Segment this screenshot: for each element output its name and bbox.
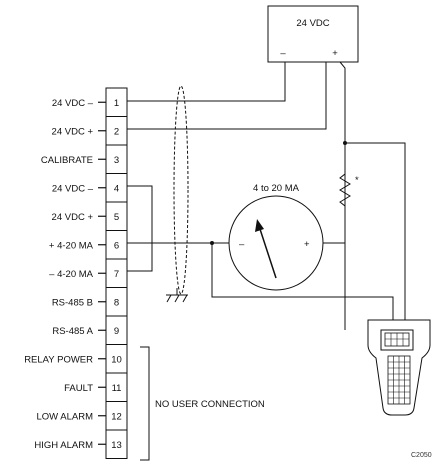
terminal-number: 4	[114, 183, 119, 194]
terminal-number: 12	[111, 411, 122, 422]
terminal-label: 24 VDC +	[52, 126, 94, 137]
terminal-8: 8 RS-485 B	[52, 287, 128, 317]
terminal-number: 9	[114, 326, 119, 337]
terminal-number: 5	[114, 212, 119, 223]
terminal-4: 4 24 VDC –	[52, 173, 128, 203]
terminal-number: 7	[114, 269, 119, 280]
terminal-number: 1	[114, 98, 119, 109]
terminal-6: 6 + 4-20 MA	[49, 230, 128, 260]
terminal-number: 11	[112, 383, 122, 394]
terminal-number: 6	[114, 240, 119, 251]
terminal-13: 13 HIGH ALARM	[34, 429, 128, 459]
terminal-1: 1 24 VDC –	[52, 87, 128, 117]
terminal-label: 24 VDC +	[52, 212, 94, 223]
cable-shield	[173, 85, 189, 295]
terminal-label: LOW ALARM	[37, 411, 94, 422]
power-supply-neg: –	[280, 48, 286, 59]
terminal-label: CALIBRATE	[41, 155, 93, 166]
meter: 4 to 20 MA – +	[228, 183, 324, 291]
handheld-communicator-icon	[367, 319, 431, 416]
terminal-label: RS-485 B	[52, 297, 93, 308]
terminal-2: 2 24 VDC +	[52, 116, 128, 146]
no-user-connection-group: NO USER CONNECTION	[140, 346, 265, 461]
power-supply-pos: +	[332, 48, 338, 59]
terminal-9: 9 RS-485 A	[52, 315, 128, 345]
ground-icon	[166, 288, 188, 303]
wires	[127, 61, 406, 330]
resistor-note: *	[355, 175, 359, 186]
terminal-label: – 4-20 MA	[49, 269, 93, 280]
terminal-label: FAULT	[64, 383, 93, 394]
meter-neg: –	[239, 239, 245, 250]
terminal-label: 24 VDC –	[52, 183, 94, 194]
power-supply: 24 VDC – +	[267, 5, 359, 63]
terminal-block: 1 24 VDC – 2 24 VDC + 3 CALIBRATE 4 24 VDC – 5 24…	[24, 87, 128, 459]
terminal-10: 10 RELAY POWER	[24, 344, 128, 374]
terminal-number: 8	[114, 297, 119, 308]
terminal-label: + 4-20 MA	[49, 240, 94, 251]
meter-pos: +	[304, 239, 310, 250]
terminal-number: 10	[111, 354, 122, 365]
terminal-12: 12 LOW ALARM	[37, 401, 128, 431]
terminal-label: RS-485 A	[52, 326, 93, 337]
terminal-3: 3 CALIBRATE	[41, 144, 128, 174]
terminal-7: 7 – 4-20 MA	[49, 258, 128, 288]
power-supply-label: 24 VDC	[296, 18, 329, 29]
terminal-label: HIGH ALARM	[34, 440, 93, 451]
terminal-number: 2	[114, 126, 119, 137]
terminal-number: 13	[111, 440, 122, 451]
figure-code: C2050	[411, 452, 432, 459]
terminal-label: RELAY POWER	[24, 354, 93, 365]
terminal-5: 5 24 VDC +	[52, 201, 128, 231]
meter-label: 4 to 20 MA	[253, 183, 300, 194]
terminal-number: 3	[114, 155, 119, 166]
no-user-connection-label: NO USER CONNECTION	[155, 399, 265, 410]
terminal-label: 24 VDC –	[52, 98, 94, 109]
terminal-11: 11 FAULT	[64, 372, 128, 402]
resistor: *	[339, 170, 359, 212]
